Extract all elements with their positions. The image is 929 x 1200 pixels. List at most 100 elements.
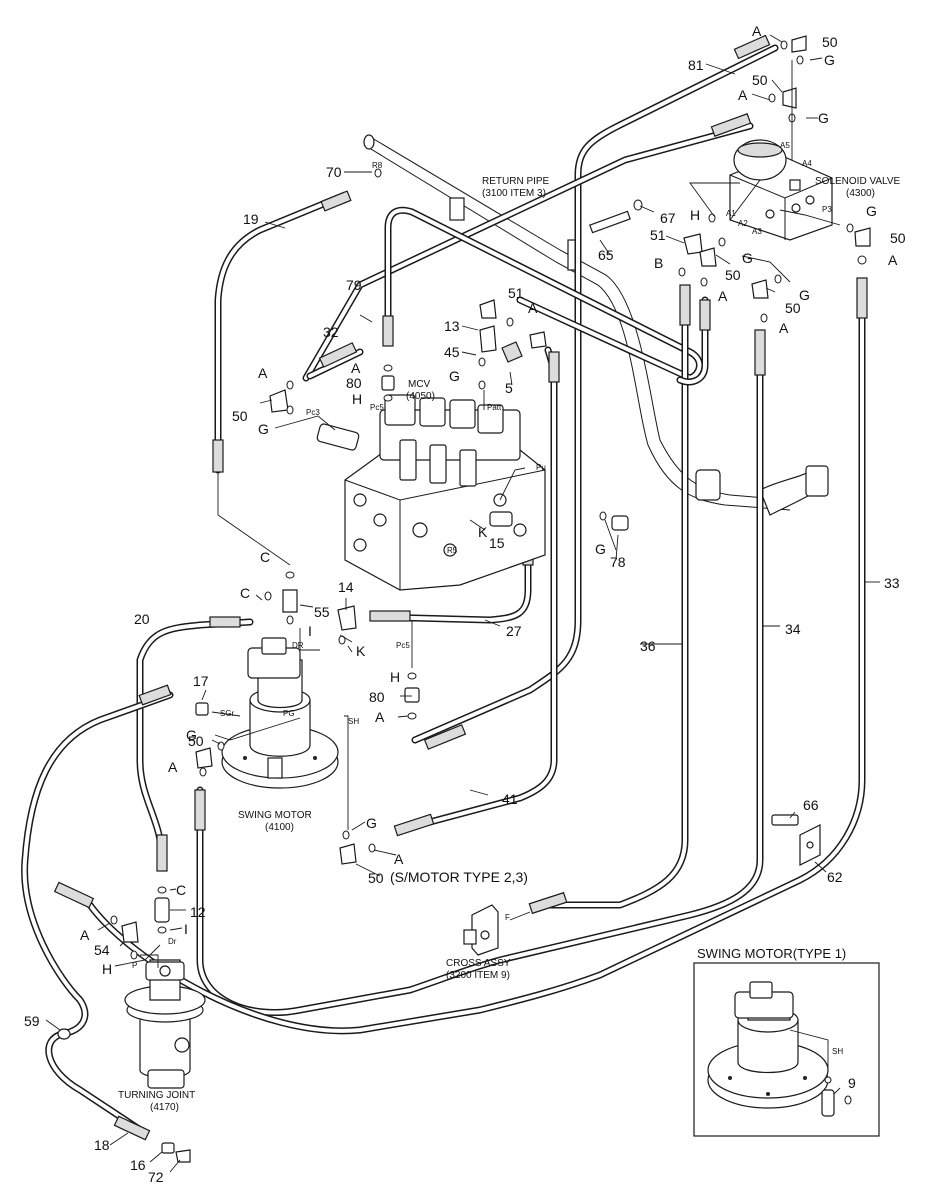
part-number: 33 (884, 575, 900, 591)
port-label: A2 (738, 219, 748, 228)
connection-letter: G (818, 110, 829, 126)
port-label: Dr (168, 937, 177, 946)
port-label: SH (832, 1047, 843, 1056)
part-number: 50 (232, 408, 248, 424)
connection-letter: A (779, 320, 789, 336)
connection-letter: H (390, 669, 400, 685)
solenoid-valve-sublabel: (4300) (846, 188, 875, 199)
connection-letter: H (690, 207, 700, 223)
cross-assy (463, 904, 499, 956)
return-pipe-label: RETURN PIPE (482, 176, 550, 187)
part-number: 20 (134, 611, 150, 627)
part-number: 50 (368, 870, 384, 886)
connection-letter: I (184, 921, 188, 937)
part-number: 19 (243, 211, 259, 227)
part-number: 50 (785, 300, 801, 316)
connection-letter: G (366, 815, 377, 831)
connection-letter: A (888, 252, 898, 268)
port-label: SGr (220, 709, 235, 718)
part-number: 14 (338, 579, 354, 595)
part-number: 70 (326, 164, 342, 180)
connection-letter: C (176, 882, 186, 898)
turning-joint-sublabel: (4170) (150, 1102, 179, 1113)
part-number: 51 (508, 285, 524, 301)
part-number: 18 (94, 1137, 110, 1153)
port-label: A5 (780, 141, 790, 150)
connection-letter: A (738, 87, 748, 103)
swing-motor-label: SWING MOTOR (238, 810, 312, 821)
connection-letter: A (80, 927, 90, 943)
part-number: 72 (148, 1169, 164, 1185)
part-number: 62 (827, 869, 843, 885)
part-number: 80 (346, 375, 362, 391)
port-label: R5 (447, 546, 458, 555)
hose-ferrules (53, 34, 868, 1141)
part-number: 51 (650, 227, 666, 243)
cross-assy-sublabel: (3200 ITEM 9) (446, 970, 510, 981)
part-number: 13 (444, 318, 460, 334)
connection-letter: A (351, 360, 361, 376)
connection-letter: A (168, 759, 178, 775)
port-label: A4 (802, 159, 812, 168)
hose-lines (21, 44, 866, 1137)
port-label: DR (292, 641, 304, 650)
part-number: 36 (640, 638, 656, 654)
connection-letter: G (742, 250, 753, 266)
part-number: 41 (502, 791, 518, 807)
part-number: 81 (688, 57, 704, 73)
mcv-block (316, 394, 546, 591)
part-number: 16 (130, 1157, 146, 1173)
part-number: 50 (822, 34, 838, 50)
return-pipe (363, 134, 829, 516)
connection-letter: K (356, 643, 366, 659)
callout-titles: RETURN PIPE (3100 ITEM 3) SOLENOID VALVE… (118, 176, 901, 1113)
connection-letter: H (102, 961, 112, 977)
port-label: PG (283, 709, 295, 718)
port-label: R8 (372, 161, 383, 170)
part-number: 65 (598, 247, 614, 263)
connection-letter: I (308, 623, 312, 639)
connection-letter: G (595, 541, 606, 557)
return-pipe-sublabel: (3100 ITEM 3) (482, 188, 546, 199)
bracket-62 (771, 814, 821, 866)
part-number: 9 (848, 1075, 856, 1091)
port-label: A1 (726, 209, 736, 218)
connection-letter: B (654, 255, 663, 271)
connection-letter: A (394, 851, 404, 867)
part-number: 5 (505, 380, 513, 396)
connection-letter: A (718, 288, 728, 304)
swing-motor (221, 637, 339, 789)
connection-letter: G (186, 727, 197, 743)
cross-assy-label: CROSS ASSY (446, 958, 511, 969)
part-number: 27 (506, 623, 522, 639)
connection-letter: G (258, 421, 269, 437)
solenoid-valve (729, 139, 833, 241)
connection-letter: C (260, 549, 270, 565)
port-label: Pc3 (306, 408, 320, 417)
turning-joint (124, 959, 206, 1089)
part-number: 45 (444, 344, 460, 360)
part-number: 50 (890, 230, 906, 246)
port-label: Pu (536, 463, 546, 472)
part-number: 17 (193, 673, 209, 689)
port-label: SH (348, 717, 359, 726)
part-number: 50 (725, 267, 741, 283)
port-label: Patt (487, 403, 502, 412)
part-number: 80 (369, 689, 385, 705)
part-number: 12 (190, 904, 206, 920)
port-labels: R8 A5 A4 A1 A2 A3 P3 Pc3 Pc5 Patt Pu R5 … (132, 141, 843, 1056)
port-label: Pc5 (370, 403, 384, 412)
part-number: 32 (323, 324, 339, 340)
connection-letter: A (752, 23, 762, 39)
connection-letter: G (449, 368, 460, 384)
connection-letter: K (478, 524, 488, 540)
part-number: 15 (489, 535, 505, 551)
port-label: P3 (822, 205, 832, 214)
connection-letter: A (258, 365, 268, 381)
part-number: 50 (752, 72, 768, 88)
connection-letter: C (240, 585, 250, 601)
mcv-sublabel: (4050) (406, 391, 435, 402)
inset-title: SWING MOTOR(TYPE 1) (697, 946, 846, 961)
part-number: 55 (314, 604, 330, 620)
